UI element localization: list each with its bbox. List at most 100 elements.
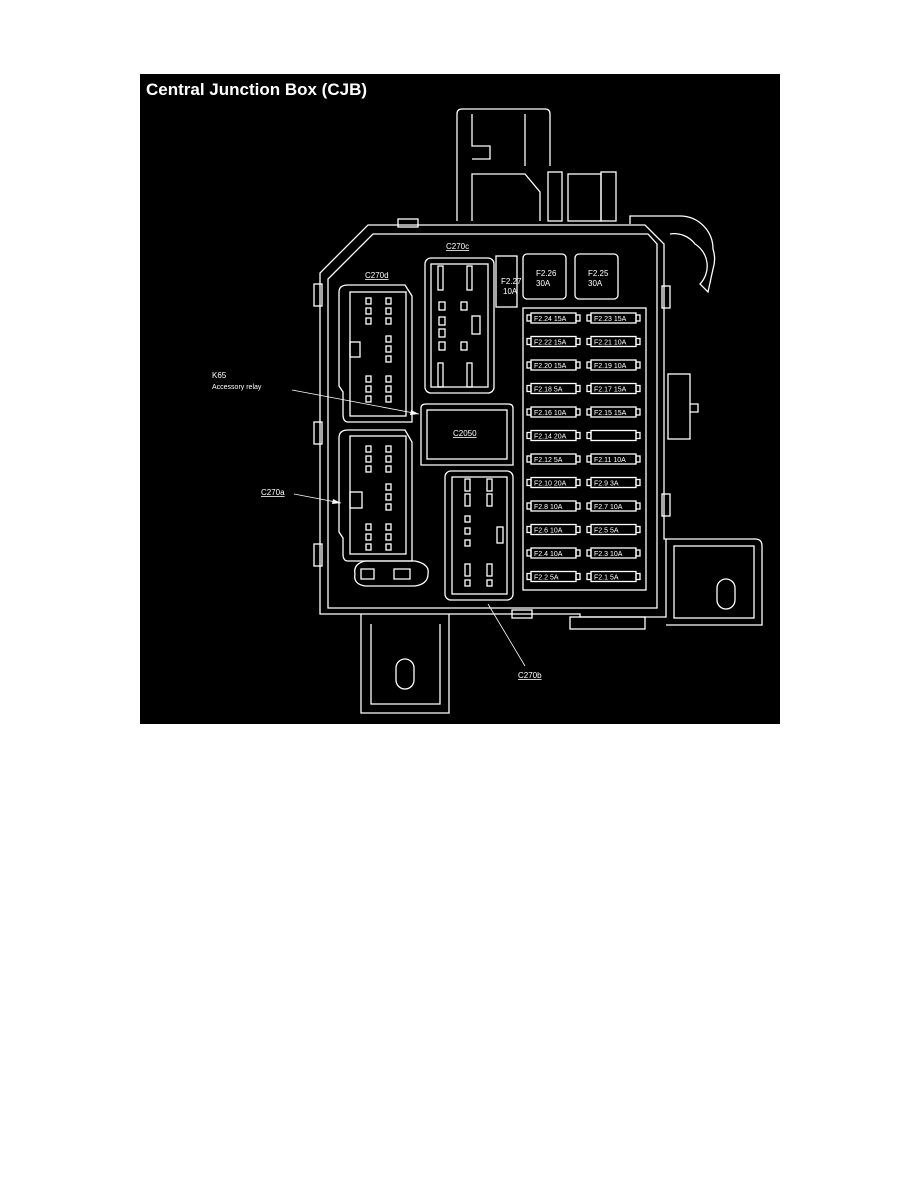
pin	[437, 362, 444, 388]
cjb-diagram: Central Junction Box (CJB)	[140, 74, 780, 724]
pin	[466, 265, 473, 291]
pin	[464, 527, 471, 535]
pin	[385, 395, 392, 403]
fuse: F2.14 20A	[526, 429, 581, 442]
pin	[438, 341, 446, 351]
connector-c270c	[424, 257, 495, 394]
connector-c270d	[338, 284, 413, 423]
fuse-label: F2.2 5A	[534, 575, 559, 582]
fuse: F2.20 15A	[526, 359, 581, 371]
fuse-label: F2.1 5A	[594, 575, 619, 582]
pin	[486, 579, 493, 587]
pin	[365, 375, 372, 383]
fuse: F2.23 15A	[586, 312, 641, 324]
c270d-label: C270d	[365, 271, 389, 280]
fuse-label: F2.24 15A	[534, 316, 567, 323]
fuse-label: F2.18 5A	[534, 387, 563, 394]
pin	[471, 315, 481, 335]
c270c-label: C270c	[446, 242, 469, 251]
fuse	[586, 429, 641, 442]
pin	[486, 478, 493, 492]
pin	[365, 465, 372, 473]
svg-text:30A: 30A	[588, 279, 603, 288]
connector-c270a	[338, 429, 429, 587]
svg-text:F2.25: F2.25	[588, 269, 609, 278]
pin	[385, 455, 392, 463]
pin	[464, 539, 471, 547]
fuse: F2.11 10A	[586, 453, 641, 465]
fuse-label: F2.3 10A	[594, 551, 623, 558]
pin	[464, 493, 471, 507]
fuse: F2.24 15A	[526, 312, 581, 324]
fuse: F2.15 15A	[586, 406, 641, 418]
callouts: K65 Accessory relay C270a C270b C270d C2…	[212, 242, 542, 680]
k65-desc: Accessory relay	[212, 384, 262, 391]
svg-text:F2.26: F2.26	[536, 269, 557, 278]
fuse-label: F2.11 10A	[594, 457, 626, 464]
c270b-label: C270b	[518, 671, 542, 680]
pin	[385, 533, 392, 541]
fuse-label: F2.5 5A	[594, 528, 619, 535]
pin	[365, 385, 372, 393]
pin	[365, 445, 372, 453]
relay-c2050	[420, 403, 514, 466]
fuse: F2.19 10A	[586, 359, 641, 371]
fuse: F2.8 10A	[526, 500, 581, 512]
fuse-label: F2.12 5A	[534, 457, 563, 464]
pin	[365, 307, 372, 315]
pin	[385, 345, 392, 353]
c2050-label: C2050	[453, 429, 477, 438]
pin	[496, 526, 504, 544]
fuse-label: F2.19 10A	[594, 363, 627, 370]
connector-c270b	[444, 470, 514, 601]
pin	[486, 563, 493, 577]
pin	[365, 297, 372, 305]
pin	[385, 483, 392, 491]
fuse: F2.21 10A	[586, 335, 641, 348]
fuse-panel: F2.24 15A F2.23 15A F2.22 15A F2.21 10A F2.2…	[522, 307, 647, 591]
fuse: F2.12 5A	[526, 453, 581, 465]
pin	[385, 523, 392, 531]
pin	[365, 455, 372, 463]
fuse: F2.22 15A	[526, 335, 581, 348]
fuse: F2.3 10A	[586, 547, 641, 559]
fuse-label: F2.6 10A	[534, 528, 563, 535]
pin	[466, 362, 473, 388]
pin	[385, 543, 392, 551]
fuse: F2.10 20A	[526, 476, 581, 489]
fuse-label: F2.9 3A	[594, 481, 619, 488]
pin	[365, 317, 372, 325]
pin	[349, 491, 363, 509]
housing	[313, 108, 763, 714]
pin	[437, 265, 444, 291]
fuse-label: F2.22 15A	[534, 340, 567, 347]
pin	[438, 301, 446, 311]
pin	[385, 307, 392, 315]
fuse: F2.5 5A	[586, 523, 641, 536]
svg-text:30A: 30A	[536, 279, 551, 288]
fuse-label: F2.21 10A	[594, 340, 627, 347]
fuse-label: F2.16 10A	[534, 410, 567, 417]
pin	[385, 355, 392, 363]
fuse-label: F2.14 20A	[534, 434, 567, 441]
maxi-fuse-f2-26: F2.26 30A	[522, 253, 567, 300]
pin	[460, 341, 468, 351]
fuse-label: F2.10 20A	[534, 481, 567, 488]
pin	[385, 445, 392, 453]
pin	[464, 515, 471, 523]
pin	[464, 579, 471, 587]
pin	[464, 478, 471, 492]
svg-text:F2.27: F2.27	[501, 277, 522, 286]
pin	[438, 328, 446, 338]
fuse: F2.7 10A	[586, 500, 641, 512]
fuse-label: F2.23 15A	[594, 316, 627, 323]
pin	[365, 543, 372, 551]
fuse-label: F2.20 15A	[534, 363, 567, 370]
fuse-label: F2.4 10A	[534, 551, 563, 558]
pin	[385, 385, 392, 393]
c270a-label: C270a	[261, 488, 285, 497]
fuse-label: F2.7 10A	[594, 504, 623, 511]
diagram-title: Central Junction Box (CJB)	[146, 80, 367, 99]
pin	[460, 301, 468, 311]
fuse: F2.17 15A	[586, 382, 641, 395]
